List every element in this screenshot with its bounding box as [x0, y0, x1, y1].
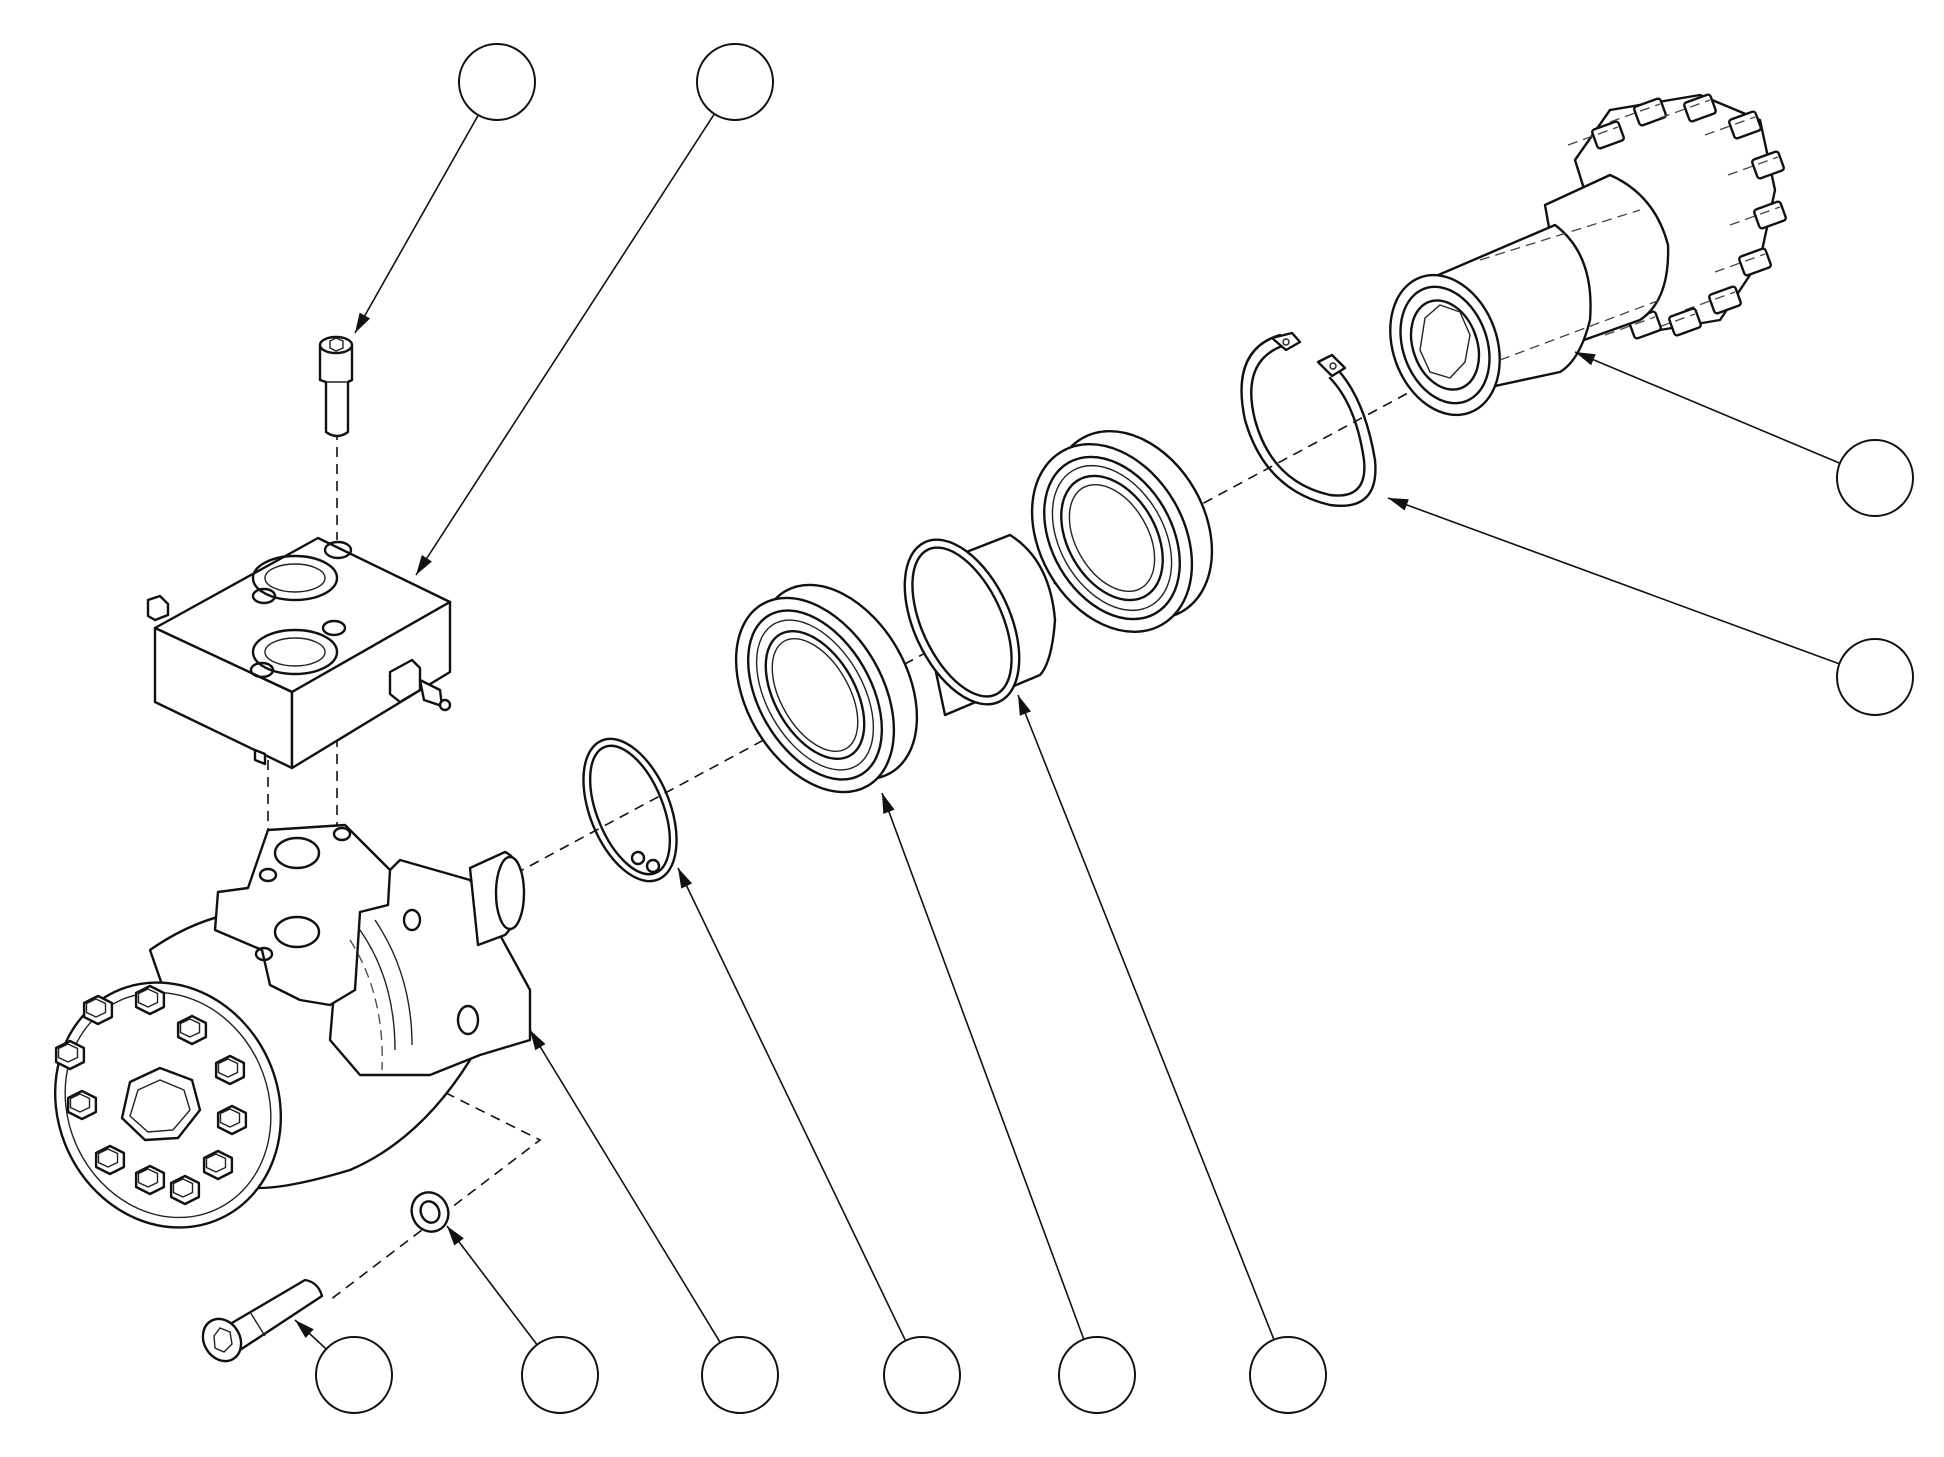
ball-bearing-rear	[1000, 402, 1245, 660]
bolt-head	[68, 1091, 96, 1119]
balloon-b-internal-ring	[1837, 639, 1913, 715]
balloon-circle	[697, 44, 773, 120]
leader-line-b-screw-top	[355, 115, 478, 333]
balloon-circle	[522, 1337, 598, 1413]
bolt-head	[218, 1106, 246, 1134]
balloon-circle	[316, 1337, 392, 1413]
bolt-head	[171, 1176, 199, 1204]
arrowhead-b-washer	[447, 1226, 464, 1246]
socket-head-cap-screw-bottom	[195, 1280, 322, 1368]
end-cap-bolts	[56, 986, 246, 1204]
leader-line-b-motor	[530, 1030, 720, 1343]
arrowhead-b-screw-top	[355, 312, 371, 333]
balloon-b-external-ring	[884, 1337, 960, 1413]
socket-head-cap-screw-top	[320, 337, 352, 436]
gear-tooth-hidden-line	[1715, 254, 1765, 272]
arrowhead-b-bearing-front	[882, 793, 895, 814]
arrowhead-b-valve-block	[416, 554, 432, 575]
arrowhead-b-internal-ring	[1388, 498, 1409, 511]
bolt-head	[136, 986, 164, 1014]
leader-line-b-internal-ring	[1388, 498, 1839, 664]
gear-tooth-hidden-line	[1730, 207, 1780, 225]
balloon-b-washer	[522, 1337, 598, 1413]
leader-lines	[295, 114, 1840, 1349]
leader-line-b-bearing-front	[882, 793, 1084, 1339]
arrowhead-b-spacer	[1018, 695, 1031, 716]
balloon-circle	[1250, 1337, 1326, 1413]
leader-line-b-washer	[447, 1226, 537, 1345]
bolt-head	[84, 996, 112, 1024]
arrowhead-b-pinion	[1575, 352, 1596, 366]
gear-tooth-hidden-line	[1605, 317, 1655, 335]
balloon-b-spacer	[1250, 1337, 1326, 1413]
pinion-gear-shaft	[1372, 94, 1787, 431]
balloon-b-valve-block	[697, 44, 773, 120]
balloon-circle	[884, 1337, 960, 1413]
balloon-circle	[702, 1337, 778, 1413]
arrowhead-b-external-ring	[678, 868, 693, 889]
leader-line-b-valve-block	[416, 114, 714, 575]
balloon-callouts	[316, 44, 1913, 1413]
balloon-circle	[1837, 440, 1913, 516]
leader-line-b-pinion	[1575, 352, 1840, 463]
spacer-sleeve	[881, 522, 1055, 722]
bolt-head	[96, 1146, 124, 1174]
balloon-circle	[1059, 1337, 1135, 1413]
balloon-b-screw-top	[459, 44, 535, 120]
internal-retaining-ring	[1242, 333, 1376, 506]
gear-tooth-hidden-line	[1705, 117, 1755, 135]
balloon-b-pinion	[1837, 440, 1913, 516]
gear-tooth-hidden-line	[1660, 100, 1710, 118]
balloon-circle	[459, 44, 535, 120]
gear-tooth-hidden-line	[1610, 104, 1660, 122]
gear-tooth-hidden-line	[1685, 292, 1735, 310]
bolt-head	[56, 1041, 84, 1069]
assembly-axis	[268, 365, 1460, 1300]
bolt-head	[178, 1016, 206, 1044]
bolt-head	[136, 1166, 164, 1194]
leader-line-b-spacer	[1018, 695, 1274, 1340]
arrowhead-b-screw-bottom	[295, 1320, 314, 1339]
hydraulic-motor	[15, 825, 530, 1265]
balloon-circle	[1837, 639, 1913, 715]
bolt-head	[204, 1151, 232, 1179]
valve-block	[148, 538, 450, 768]
balloon-b-screw-bottom	[316, 1337, 392, 1413]
balloon-b-motor	[702, 1337, 778, 1413]
gear-teeth	[1568, 94, 1787, 339]
ball-bearing-front	[704, 557, 950, 820]
gear-tooth-hidden-line	[1728, 157, 1778, 175]
gear-tooth-hidden-line	[1568, 127, 1618, 145]
bolt-head	[216, 1056, 244, 1084]
external-retaining-ring	[565, 725, 695, 894]
arrowhead-b-motor	[530, 1030, 546, 1051]
leader-line-b-external-ring	[678, 868, 906, 1341]
washer	[405, 1186, 455, 1237]
balloon-b-bearing-front	[1059, 1337, 1135, 1413]
